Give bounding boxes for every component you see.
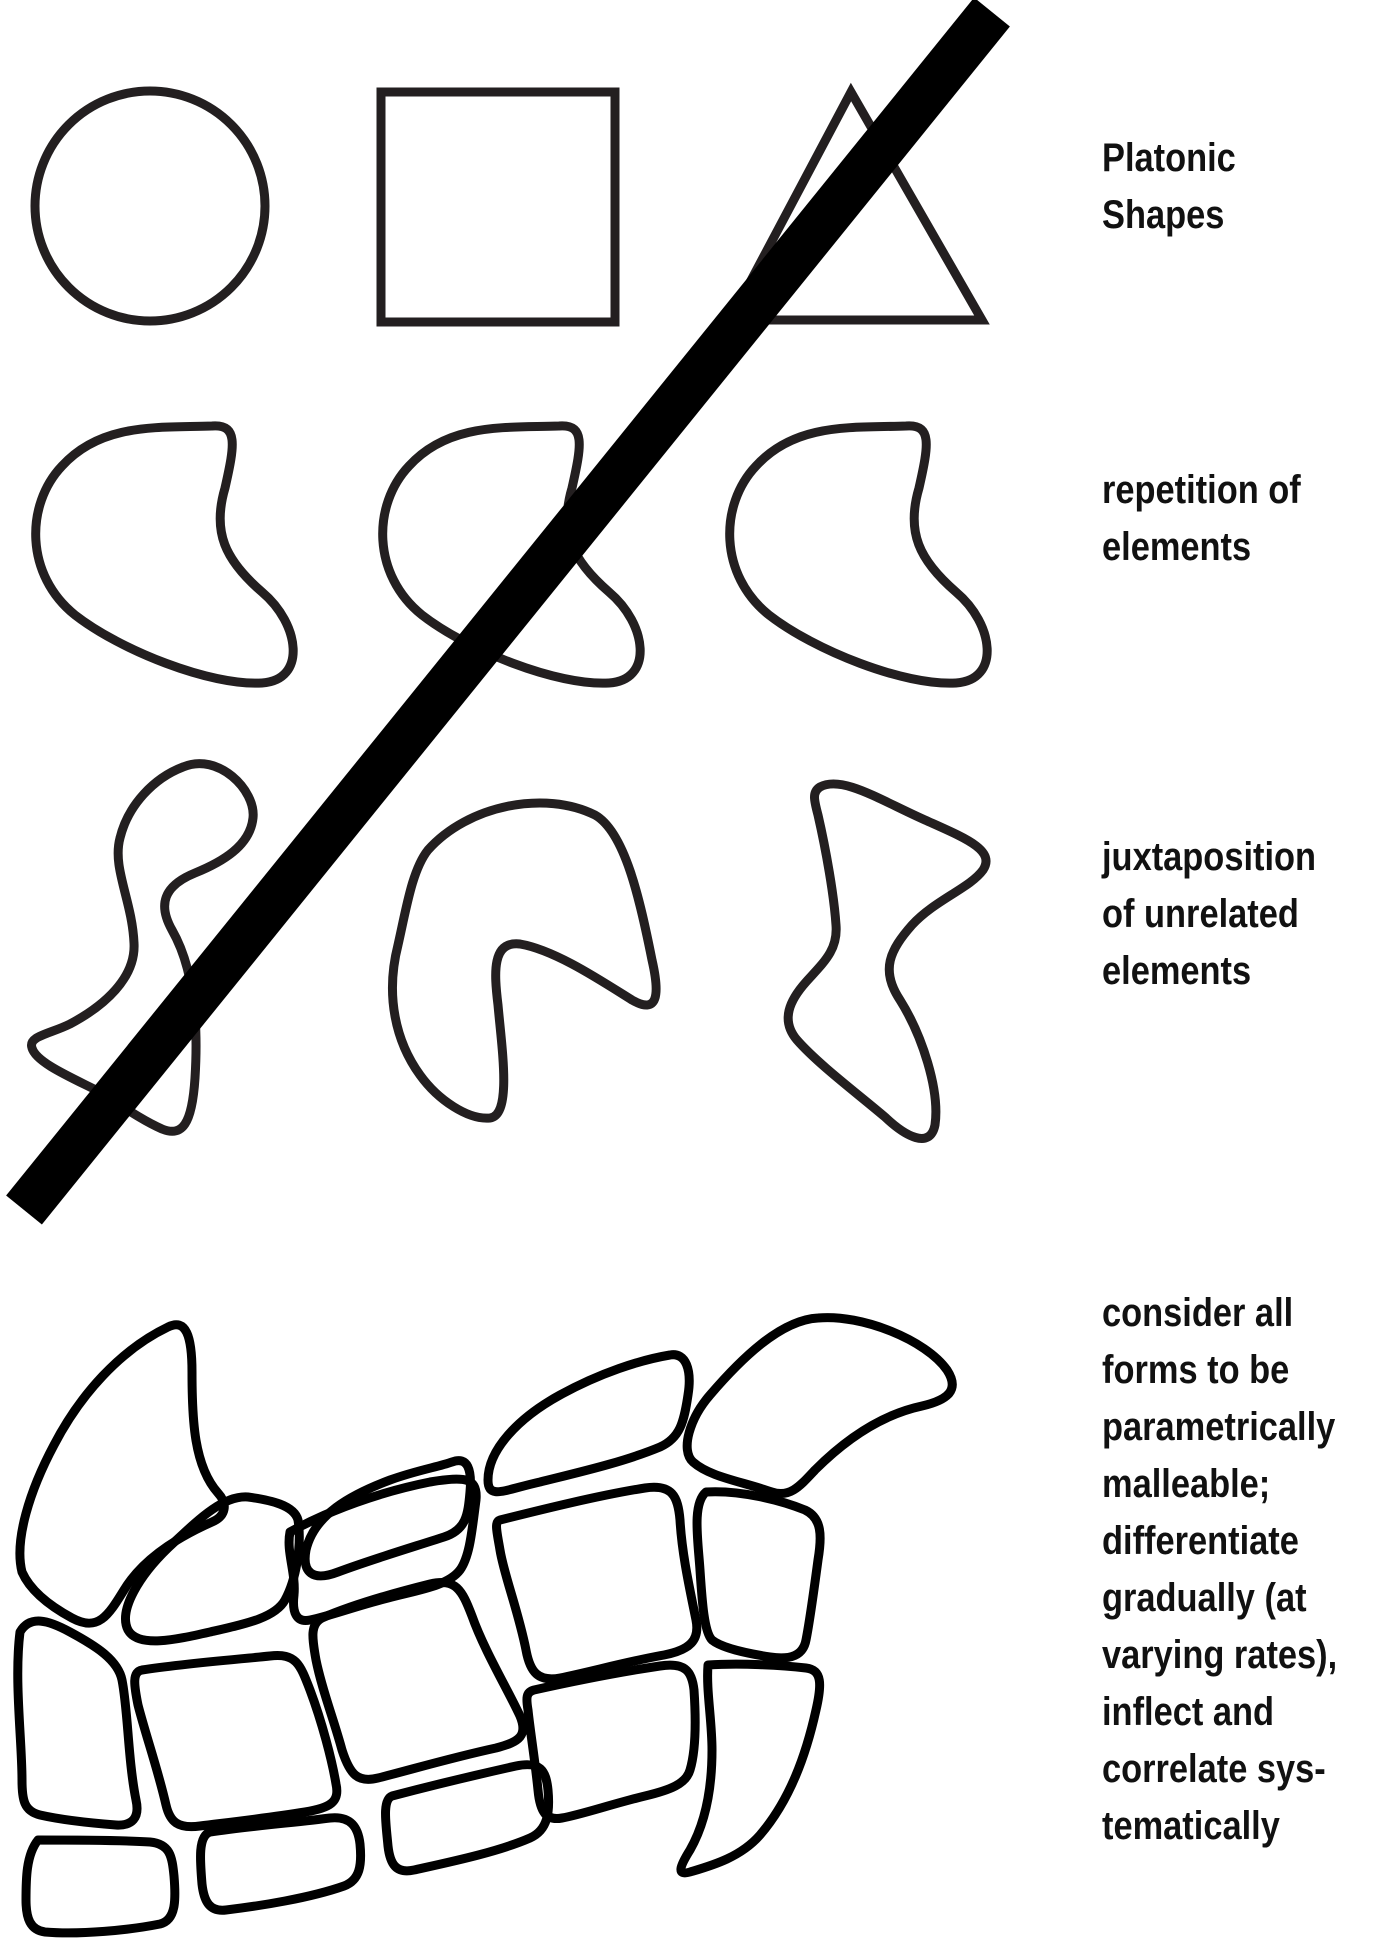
label-line: consider all: [1102, 1285, 1337, 1342]
label-line: correlate sys-: [1102, 1741, 1337, 1798]
label-line: parametrically: [1102, 1399, 1337, 1456]
tile-mid-2: [497, 1487, 697, 1679]
parametric-tiling: [18, 1318, 953, 1933]
tile-bottom-left: [26, 1840, 175, 1933]
label-line: Platonic: [1102, 130, 1236, 187]
label-line: elements: [1102, 519, 1301, 576]
label-juxtaposition: juxtaposition of unrelated elements: [1102, 829, 1316, 1000]
label-line: of unrelated: [1102, 886, 1316, 943]
label-parametric: consider all forms to be parametrically …: [1102, 1285, 1337, 1855]
label-line: forms to be: [1102, 1342, 1337, 1399]
tile-mid-3: [697, 1492, 820, 1658]
juxtaposition-shapes-row: [32, 764, 986, 1139]
label-line: inflect and: [1102, 1684, 1337, 1741]
label-line: juxtaposition: [1102, 829, 1316, 886]
circle-shape: [35, 91, 265, 321]
tile-low-1: [135, 1656, 337, 1827]
tile-bottom-1: [200, 1818, 360, 1911]
label-line: elements: [1102, 943, 1316, 1000]
label-line: differentiate: [1102, 1513, 1337, 1570]
strike-through-bar: [24, 12, 992, 1210]
label-line: varying rates),: [1102, 1627, 1337, 1684]
unrelated-shape-3: [788, 784, 986, 1139]
tile-horn-left: [20, 1325, 224, 1623]
repeated-blob-3: [730, 426, 987, 683]
tile-low-2: [313, 1582, 523, 1779]
tile-horn-right: [687, 1318, 952, 1494]
repeated-blob-1: [36, 426, 293, 683]
label-line: repetition of: [1102, 462, 1301, 519]
label-repetition-of-elements: repetition of elements: [1102, 462, 1301, 576]
tile-low-4: [681, 1664, 820, 1873]
label-line: Shapes: [1102, 187, 1236, 244]
repetition-shapes-row: [36, 426, 987, 683]
label-line: tematically: [1102, 1798, 1337, 1855]
tile-top-3: [488, 1355, 689, 1492]
label-platonic-shapes: Platonic Shapes: [1102, 130, 1236, 244]
label-line: gradually (at: [1102, 1570, 1337, 1627]
tile-low-left: [18, 1621, 137, 1825]
unrelated-shape-2: [392, 803, 656, 1118]
tile-bottom-2: [386, 1765, 549, 1871]
label-line: malleable;: [1102, 1456, 1337, 1513]
square-shape: [381, 92, 615, 322]
